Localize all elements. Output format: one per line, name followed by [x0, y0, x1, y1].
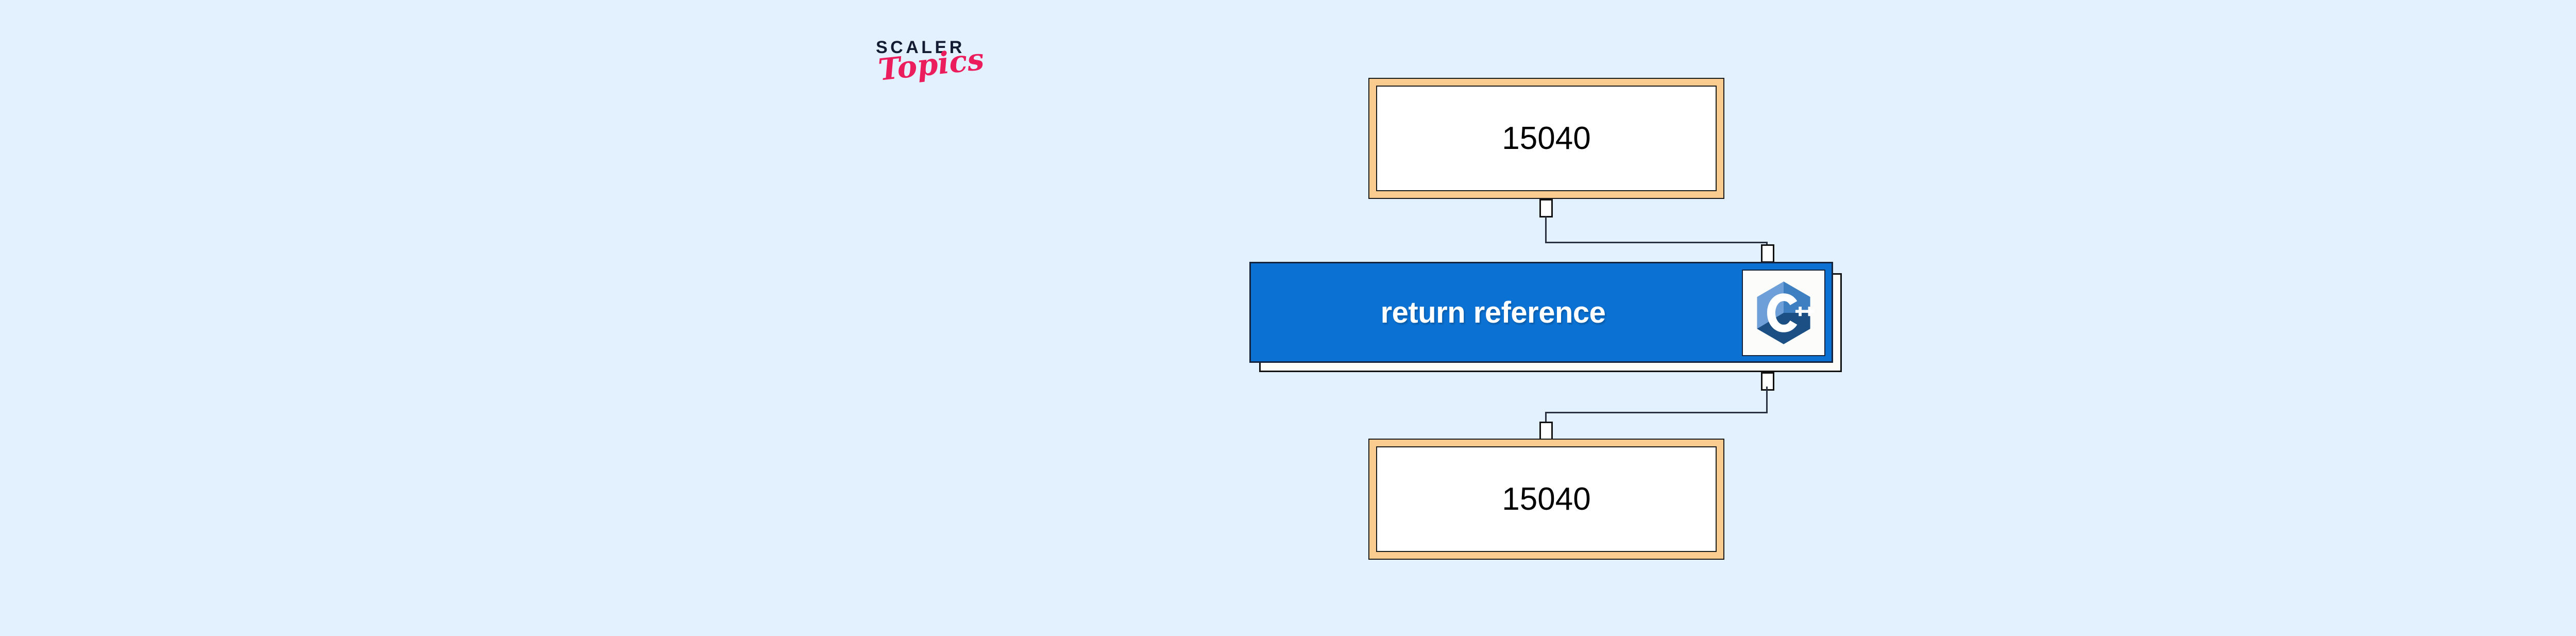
scaler-topics-logo: SCALER Topics	[876, 39, 1020, 126]
connector-tab-top-target	[1761, 244, 1774, 263]
connector-segment-top-across	[1545, 242, 1768, 243]
operation-bar[interactable]: return reference	[1249, 262, 1833, 363]
cpp-logo-card	[1742, 270, 1825, 356]
connector-tab-bottom-target	[1539, 422, 1553, 440]
logo-wordmark-scaler: SCALER	[876, 38, 965, 57]
cpp-logo-icon	[1757, 281, 1814, 344]
input-value-box-inner: 15040	[1376, 86, 1717, 191]
output-value-box-inner: 15040	[1376, 446, 1717, 552]
connector-segment-bottom-down	[1766, 387, 1768, 413]
connector-segment-bottom-across	[1545, 412, 1768, 413]
input-value-box: 15040	[1368, 78, 1724, 199]
input-value-text: 15040	[1502, 120, 1591, 156]
operation-bar-label: return reference	[1380, 295, 1606, 329]
connector-tab-top-origin	[1539, 199, 1553, 217]
output-value-text: 15040	[1502, 481, 1591, 517]
connector-tab-bottom-origin	[1761, 372, 1774, 391]
connector-segment-top-down	[1545, 216, 1547, 243]
output-value-box: 15040	[1368, 439, 1724, 560]
